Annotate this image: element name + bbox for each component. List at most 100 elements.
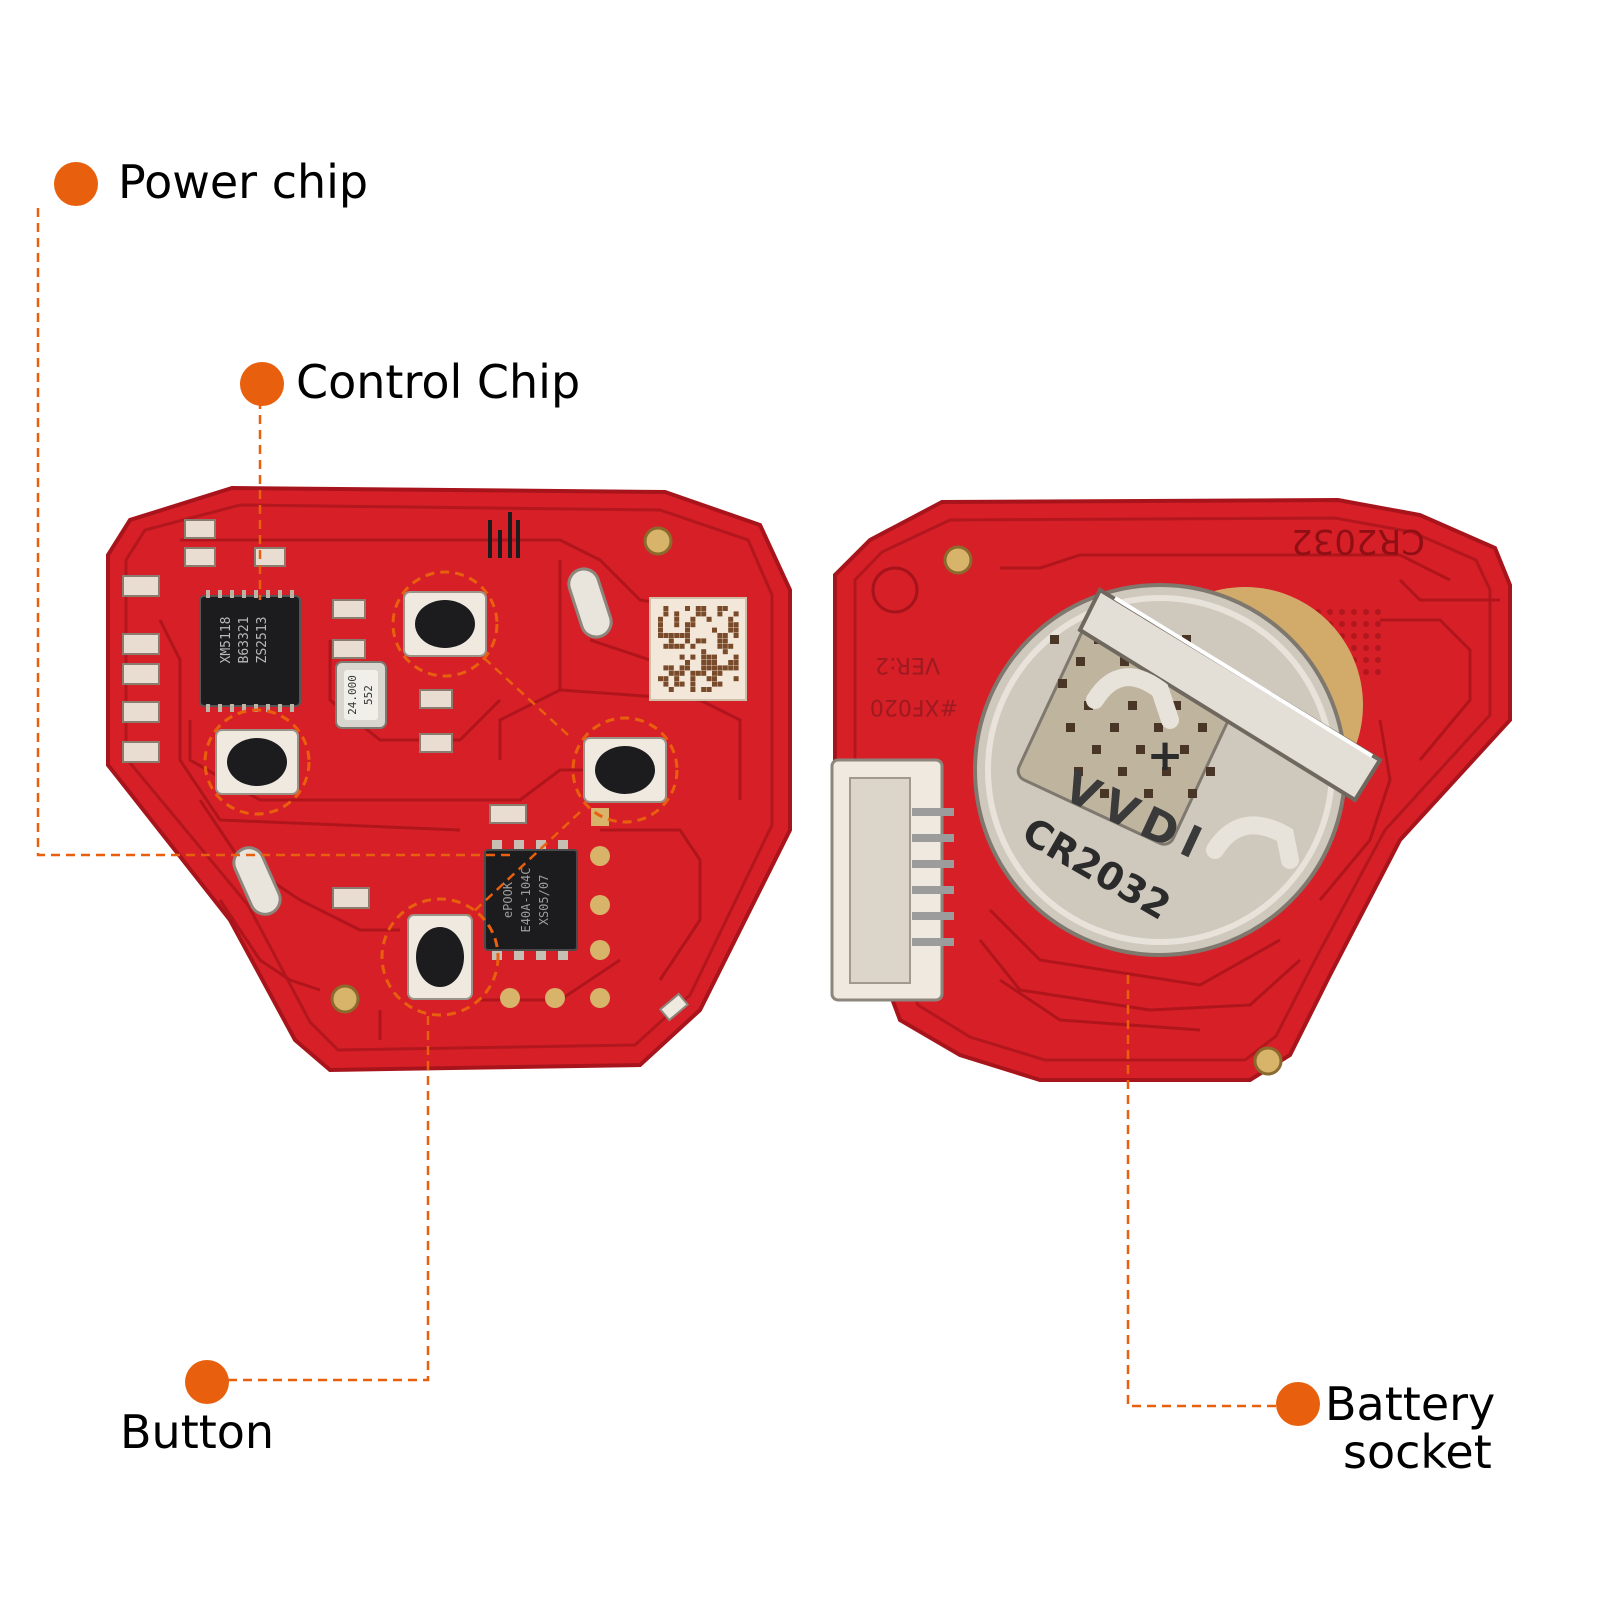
qr-cell	[706, 654, 712, 660]
qr-cell	[733, 611, 739, 617]
qr-cell	[668, 670, 674, 676]
qr-cell	[668, 643, 674, 649]
via-dot	[1351, 645, 1357, 651]
qr-cell	[712, 654, 717, 660]
holder-hole	[1092, 745, 1101, 754]
button-highlights	[203, 570, 679, 1017]
qr-cell	[695, 606, 701, 611]
via-dot	[1375, 657, 1381, 663]
holder-hole	[1144, 789, 1153, 798]
qr-cell	[679, 670, 685, 676]
qr-cell	[663, 676, 669, 682]
via-dot	[1363, 657, 1369, 663]
qr-cell	[674, 622, 680, 628]
qr-cell	[728, 660, 734, 665]
crystal-oscillator: 24.000 552	[335, 661, 387, 729]
qr-cell	[717, 606, 723, 611]
holder-hole	[1188, 789, 1197, 798]
qr-cell	[706, 660, 712, 665]
control-chip-marking-1: XM5118	[219, 617, 234, 664]
board-battery-label: CR2032	[1291, 521, 1425, 561]
qr-cell	[701, 649, 707, 655]
qr-cell	[690, 643, 696, 649]
qr-cell	[685, 606, 690, 611]
crystal-marking-1: 24.000	[346, 675, 359, 715]
power-chip-marking-1: ePOOK	[501, 881, 515, 918]
qr-cell	[701, 687, 707, 692]
qr-cell	[690, 670, 696, 676]
holder-hole	[1136, 745, 1145, 754]
holder-hole	[1120, 657, 1129, 666]
tactile-button-left	[215, 729, 299, 795]
holder-hole	[1206, 767, 1215, 776]
orange-dot-icon	[1276, 1382, 1320, 1426]
qr-cell	[679, 681, 685, 687]
via-dot	[1351, 609, 1357, 615]
qr-cell	[717, 665, 723, 671]
qr-cell	[701, 670, 707, 676]
right-hole-bottom	[1253, 1046, 1283, 1076]
board-marks	[488, 512, 520, 558]
qr-label	[649, 597, 747, 701]
holder-hole	[1198, 723, 1207, 732]
qr-cell	[674, 616, 680, 622]
qr-cell	[668, 687, 674, 692]
qr-cell	[722, 649, 728, 655]
qr-cell	[722, 633, 728, 638]
qr-cell	[733, 676, 739, 682]
qr-cell	[706, 616, 712, 622]
qr-cell	[690, 676, 696, 682]
holder-hole	[1076, 657, 1085, 666]
control-chip: XM5118 B63321 ZS2513	[199, 590, 301, 712]
qr-cell	[733, 660, 739, 665]
qr-cell	[658, 616, 663, 622]
qr-cell	[674, 611, 680, 617]
qr-cell	[701, 611, 707, 617]
qr-cell	[701, 654, 707, 660]
socket-polarity: +	[1147, 730, 1184, 781]
power-chip-marking-2: E40A-104C	[519, 867, 533, 932]
power-chip: ePOOK E40A-104C XS05/07	[484, 840, 578, 960]
via-dot	[1375, 633, 1381, 639]
orange-dot-icon	[54, 162, 98, 206]
qr-cell	[674, 681, 680, 687]
tactile-button-bottom	[407, 914, 473, 1000]
power-chip-label: Power chip	[118, 155, 369, 209]
board-version-label: VER:2	[875, 652, 940, 677]
callout-markers	[54, 162, 1320, 1426]
qr-cell	[706, 687, 712, 692]
holder-hole	[1118, 767, 1127, 776]
qr-cell	[728, 616, 734, 622]
battery-socket-label-line2: socket	[1343, 1425, 1492, 1479]
qr-cell	[717, 681, 723, 687]
qr-cell	[695, 638, 701, 644]
qr-cell	[722, 665, 728, 671]
qr-cell	[728, 665, 734, 671]
left-board-holes	[330, 526, 673, 1014]
qr-cell	[733, 665, 739, 671]
via-dot	[1375, 669, 1381, 675]
qr-cell	[712, 676, 717, 682]
qr-cell	[728, 627, 734, 633]
qr-cell	[712, 670, 717, 676]
tactile-button-top	[403, 591, 487, 657]
via-dot	[1363, 645, 1369, 651]
holder-hole	[1050, 635, 1059, 644]
holder-hole	[1066, 723, 1075, 732]
control-chip-marking-2: B63321	[237, 617, 252, 664]
qr-cell	[712, 665, 717, 671]
board-logo	[871, 566, 919, 614]
qr-cell	[733, 633, 739, 638]
qr-cell	[685, 627, 690, 633]
button-label: Button	[120, 1405, 275, 1459]
qr-cell	[679, 654, 685, 660]
via-dot	[1351, 633, 1357, 639]
qr-cell	[728, 643, 734, 649]
qr-cell	[685, 665, 690, 671]
button-link-2	[469, 811, 581, 916]
qr-cell	[685, 660, 690, 665]
battery-holder: + VVDI CR2032	[973, 583, 1383, 957]
via-dot	[1363, 609, 1369, 615]
qr-cell	[733, 627, 739, 633]
